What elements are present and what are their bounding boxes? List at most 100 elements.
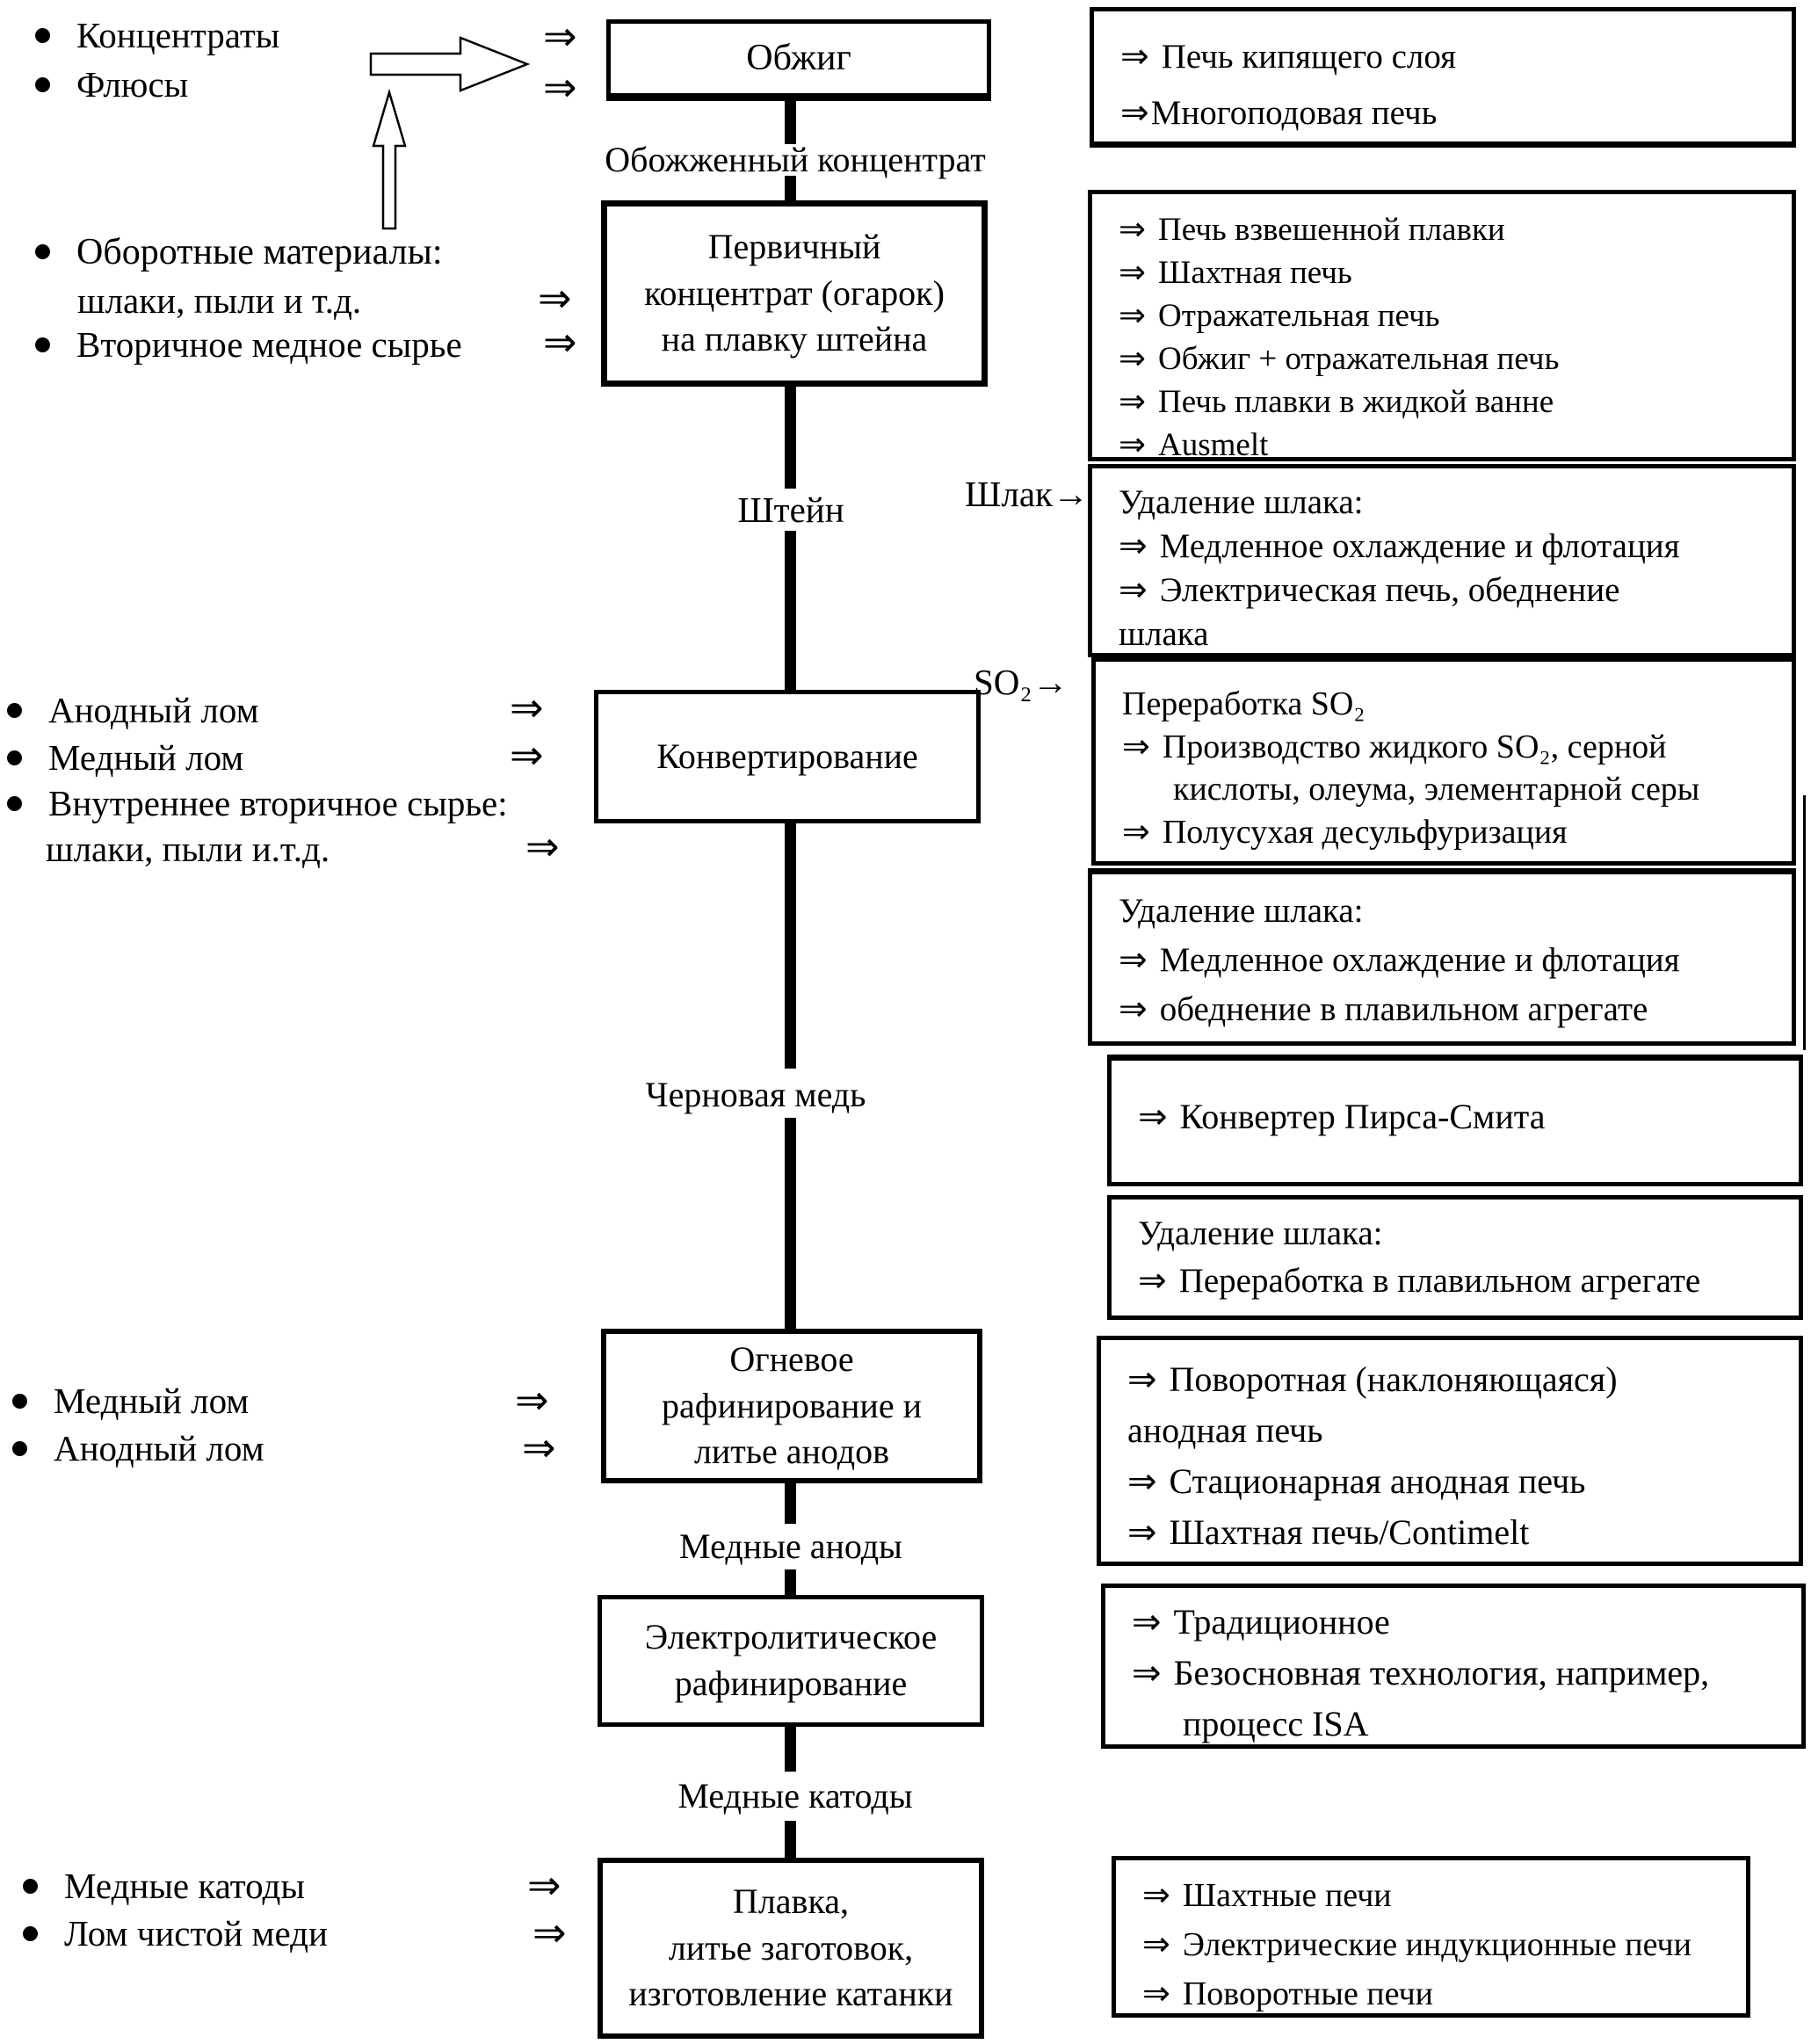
double-arrow-icon: ⇒ xyxy=(1119,210,1147,248)
tech-box-electrolysis-types: ⇒Традиционное ⇒Безосновная технология, н… xyxy=(1101,1584,1806,1749)
tech-box-slag-removal-1: Удаление шлака: ⇒Медленное охлаждение и … xyxy=(1088,464,1796,657)
double-arrow-icon: ⇒ xyxy=(1142,1875,1170,1914)
double-arrow-icon: ⇒ xyxy=(525,823,560,870)
tech-item-label: обеднение в плавильном агрегате xyxy=(1159,990,1648,1028)
tech-box-title: Удаление шлака: xyxy=(1119,481,1783,525)
list-item-recycled-materials: Оборотные материалы: xyxy=(35,232,443,272)
flow-connector xyxy=(785,100,796,144)
tech-box-slag-removal-2: Удаление шлака: ⇒Медленное охлаждение и … xyxy=(1088,868,1796,1046)
flow-label-roasted-concentrate: Обожженный концентрат xyxy=(605,140,986,179)
double-arrow-icon: ⇒ xyxy=(510,731,544,779)
bullet-icon xyxy=(23,1879,38,1895)
double-arrow-icon: ⇒ xyxy=(1127,1461,1157,1502)
tech-item: ⇒ Отражательная печь xyxy=(1119,294,1783,337)
list-item-label: шлаки, пыли и.т.д. xyxy=(46,829,330,869)
tech-item-label: анодная печь xyxy=(1127,1410,1323,1450)
tech-item: ⇒Печь кипящего слоя xyxy=(1120,29,1783,85)
tech-item: ⇒Печь плавки в жидкой ванне xyxy=(1119,381,1783,424)
double-arrow-icon: ⇒ xyxy=(1142,1924,1170,1963)
bullet-icon xyxy=(35,243,50,259)
flow-connector xyxy=(785,531,796,690)
side-label-so2: SO₂→ xyxy=(974,662,1068,702)
tech-item: ⇒Шахтная печь/Contimelt xyxy=(1127,1507,1790,1558)
list-item-anode-scrap-2: Анодный лом xyxy=(12,1428,264,1468)
tech-item-label: Удаление шлака: xyxy=(1119,483,1364,521)
tech-item-continuation: процесс ISA xyxy=(1132,1699,1793,1749)
tech-box-title: Удаление шлака: xyxy=(1119,887,1783,936)
double-arrow-icon: ⇒ xyxy=(1119,253,1147,291)
double-arrow-icon: ⇒ xyxy=(1127,1359,1157,1400)
double-arrow-icon: ⇒ xyxy=(1122,812,1150,851)
double-arrow-icon: ⇒ xyxy=(1138,1097,1168,1137)
tech-item: ⇒ обеднение в плавильном агрегате xyxy=(1119,985,1783,1034)
process-box-melting-casting: Плавка, литье заготовок, изготовление ка… xyxy=(598,1858,984,2039)
list-item-secondary-copper: Вторичное медное сырье xyxy=(35,324,462,365)
double-arrow-icon: ⇒ xyxy=(1122,727,1150,765)
double-arrow-icon: ⇒ xyxy=(1120,93,1149,133)
list-item-label: шлаки, пыли и т.д. xyxy=(77,280,362,321)
double-arrow-icon: ⇒ xyxy=(543,318,577,366)
tech-item: ⇒Электрическая печь, обеднение xyxy=(1119,569,1783,612)
tech-item-label: Шахтная печь xyxy=(1158,255,1352,291)
tech-item: ⇒Производство жидкого SO₂, серной xyxy=(1122,725,1783,768)
tech-item-label: Электрическая печь, обеднение xyxy=(1159,571,1620,609)
double-arrow-icon: ⇒ xyxy=(1132,1653,1162,1693)
list-item-copper-scrap-2: Медный лом xyxy=(12,1381,249,1421)
tech-box-so2-processing: Переработка SO₂ ⇒Производство жидкого SO… xyxy=(1091,657,1796,866)
tech-item-label: Печь кипящего слоя xyxy=(1161,38,1457,76)
double-arrow-icon: ⇒ xyxy=(1119,296,1147,334)
tech-item-label: Ausmelt xyxy=(1158,427,1269,463)
list-item-label: Внутреннее вторичное сырье: xyxy=(48,783,508,823)
flow-label-copper-anodes: Медные аноды xyxy=(679,1526,902,1566)
flow-connector xyxy=(785,823,796,1069)
bullet-icon xyxy=(7,796,22,812)
bullet-icon xyxy=(12,1441,27,1457)
double-arrow-icon: ⇒ xyxy=(1119,989,1148,1029)
tech-item-label: Переработка SO₂ xyxy=(1122,685,1365,722)
tech-box-title: Удаление шлака: xyxy=(1138,1210,1790,1258)
tech-item: ⇒Медленное охлаждение и флотация xyxy=(1119,525,1783,569)
block-arrow-right-icon xyxy=(369,36,531,92)
process-box-fire-refining: Огневое рафинирование и литье анодов xyxy=(601,1329,982,1483)
tech-item-label: Поворотные печи xyxy=(1182,1975,1434,2012)
tech-item-label: Отражательная печь xyxy=(1158,298,1440,334)
tech-item: ⇒Многоподовая печь xyxy=(1120,85,1783,141)
list-item-slags-dusts: шлаки, пыли и т.д. xyxy=(77,280,362,321)
double-arrow-icon: ⇒ xyxy=(515,1376,549,1424)
double-arrow-icon: ⇒ xyxy=(510,684,544,731)
bullet-icon xyxy=(12,1394,27,1410)
tech-item: ⇒ Электрические индукционные печи xyxy=(1142,1920,1737,1969)
bullet-icon xyxy=(35,28,50,44)
tech-box-smelting-furnaces: ⇒ Печь взвешенной плавки ⇒ Шахтная печь ⇒ О… xyxy=(1088,190,1796,463)
double-arrow-icon: ⇒ xyxy=(543,63,577,111)
bullet-icon xyxy=(35,337,50,353)
list-item-anode-scrap: Анодный лом xyxy=(7,690,259,730)
tech-item-label: Электрические индукционные печи xyxy=(1182,1926,1691,1963)
tech-item-label: Удаление шлака: xyxy=(1138,1214,1383,1252)
tech-item-label: Стационарная анодная печь xyxy=(1169,1461,1586,1501)
list-item-label: Концентраты xyxy=(76,15,280,55)
tech-item: ⇒ Шахтная печь xyxy=(1119,251,1783,294)
tech-item-label: Удаление шлака: xyxy=(1119,892,1364,930)
block-arrow-up-icon xyxy=(372,88,407,230)
flow-connector xyxy=(785,1118,796,1329)
tech-item-label: Печь взвешенной плавки xyxy=(1158,212,1505,248)
tech-item-label: процесс ISA xyxy=(1183,1704,1369,1743)
side-label-slag: Шлак→ xyxy=(965,474,1089,514)
tech-box-roasting-furnaces: ⇒Печь кипящего слоя ⇒Многоподовая печь xyxy=(1090,7,1796,148)
list-item-copper-scrap: Медный лом xyxy=(7,737,243,778)
list-item-label: Оборотные материалы: xyxy=(76,232,443,272)
tech-box-anode-furnaces: ⇒Поворотная (наклоняющаяся) анодная печь… xyxy=(1097,1336,1803,1566)
tech-item: ⇒ Печь взвешенной плавки xyxy=(1119,208,1783,251)
list-item-copper-cathodes: Медные катоды xyxy=(23,1866,305,1906)
process-box-primary-concentrate: Первичный концентрат (огарок) на плавку … xyxy=(601,200,988,387)
tech-box-slag-removal-3: Удаление шлака: ⇒Переработка в плавильно… xyxy=(1107,1195,1803,1320)
bullet-icon xyxy=(35,77,50,93)
list-item-label: Анодный лом xyxy=(54,1428,264,1468)
list-item-label: Флюсы xyxy=(76,64,189,105)
tech-item: ⇒Шахтные печи xyxy=(1142,1871,1737,1920)
border-artifact-line xyxy=(1803,795,1806,1050)
flow-label-copper-cathodes: Медные катоды xyxy=(677,1776,913,1816)
list-item-label: Вторичное медное сырье xyxy=(76,324,462,365)
